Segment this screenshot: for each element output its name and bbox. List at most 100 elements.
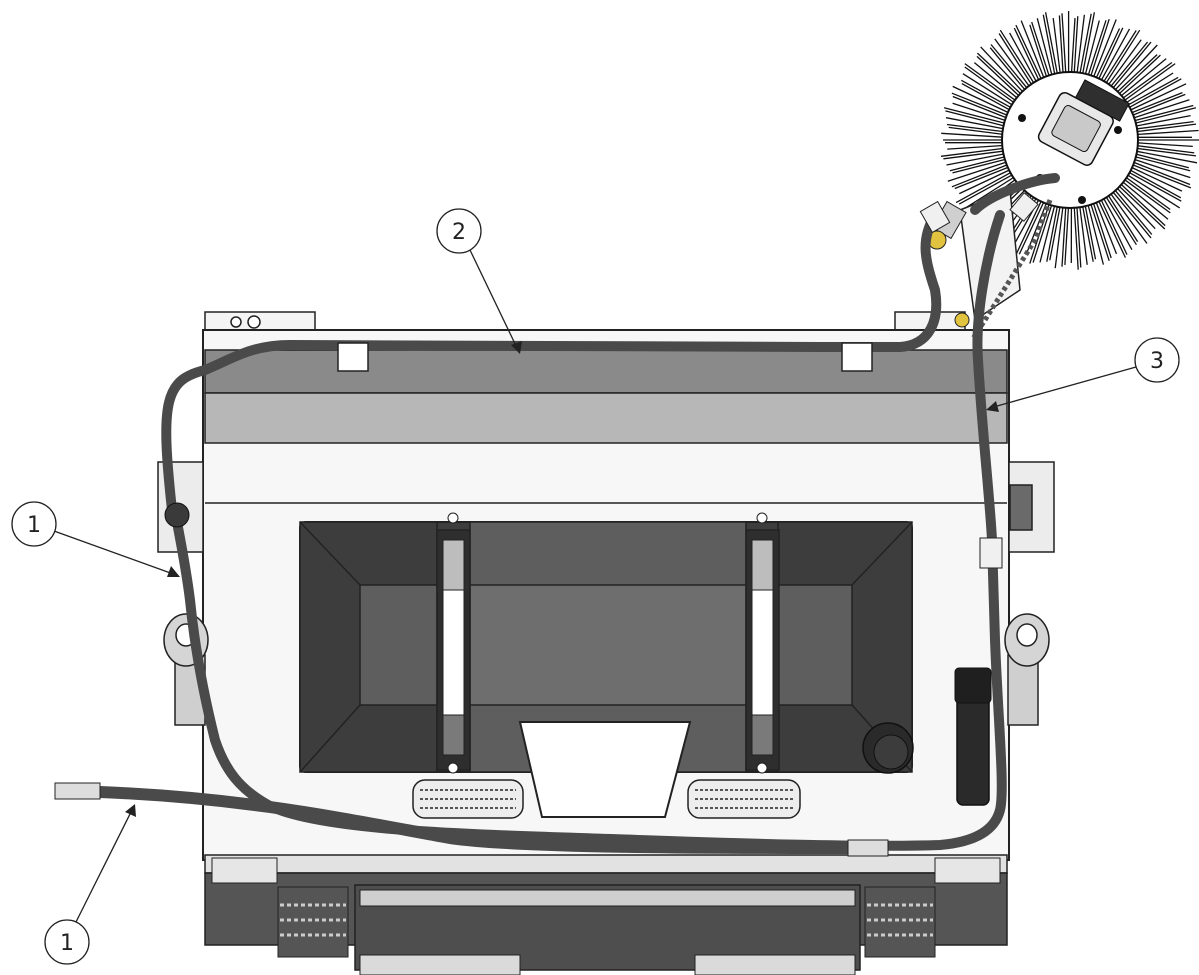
- brush-bristle: [940, 147, 1006, 157]
- discharge-chute: [518, 721, 692, 818]
- brush-bristle: [1009, 32, 1039, 85]
- brush-bristle: [1092, 200, 1112, 259]
- hopper-right-floor: [777, 584, 853, 706]
- mount-hole: [247, 315, 261, 329]
- brush-bristle: [1070, 18, 1076, 76]
- brush-bristle: [952, 158, 1008, 174]
- brush-bristle: [952, 102, 1009, 122]
- brush-bristle: [948, 126, 1006, 136]
- corner-block-left: [211, 857, 278, 884]
- brush-bristle: [1046, 203, 1059, 262]
- brush-bristle: [998, 33, 1034, 87]
- brush-bristle: [1134, 147, 1197, 157]
- brush-bristle: [1120, 61, 1173, 101]
- fitting-end: [54, 782, 101, 800]
- brush-bristle: [1064, 204, 1070, 265]
- brush-bristle: [1134, 123, 1197, 133]
- leader-arrow: [986, 401, 999, 412]
- brush-bristle: [1133, 150, 1198, 164]
- leader-line: [53, 530, 177, 576]
- callout-number: 2: [452, 220, 466, 245]
- brush-bristle: [1089, 18, 1110, 79]
- brush-bristle: [1054, 204, 1064, 269]
- hose-fittings: [54, 192, 1039, 857]
- brush-bristle: [1042, 14, 1056, 77]
- strap-right: [745, 512, 780, 774]
- brush-bristle: [941, 132, 1006, 138]
- leader-arrow: [125, 804, 136, 817]
- brush-bristle: [1086, 20, 1107, 78]
- brush-bristle: [1097, 198, 1126, 258]
- brush-bristle: [1084, 20, 1100, 77]
- tensioner-knob: [954, 312, 970, 328]
- brush-bristle: [1104, 29, 1141, 86]
- leader-arrow: [511, 341, 522, 354]
- brush-bristle: [1099, 28, 1131, 83]
- callout-1-lower: 1: [44, 804, 136, 965]
- brush-bristle: [1015, 198, 1043, 256]
- brush-bristle: [1131, 158, 1191, 179]
- brush-bristle: [1132, 155, 1191, 172]
- brush-bristle: [1078, 204, 1088, 265]
- bottom-bar: [204, 854, 1008, 874]
- brush-motor: [1037, 79, 1130, 166]
- brush-bristle: [1108, 41, 1149, 89]
- brush-bristle: [952, 85, 1011, 115]
- bottom-assembly: [204, 854, 1008, 975]
- brush-bristle: [1099, 197, 1128, 255]
- brush-bristle: [947, 144, 1006, 150]
- brush-bristle: [947, 160, 1009, 182]
- hose-connector: [164, 502, 190, 528]
- brush-bristle: [1073, 16, 1079, 76]
- callout-bubble: [1134, 337, 1180, 383]
- brush-bristle: [1061, 204, 1067, 267]
- brush-bristle: [1081, 12, 1096, 77]
- brush-bristle: [1116, 184, 1166, 230]
- brush-bristle: [964, 175, 1017, 210]
- brush-bristle: [1092, 19, 1117, 80]
- side-brush: [940, 11, 1199, 270]
- brush-bristle: [1133, 114, 1191, 128]
- brush-bristle: [955, 170, 1014, 204]
- brush-bristle: [1125, 173, 1181, 209]
- hose-left-lower: [94, 786, 856, 854]
- callout-bubble: [436, 208, 482, 254]
- right-fitting: [1009, 484, 1033, 531]
- upper-band-light: [204, 392, 1008, 444]
- corner-block-right: [934, 857, 1001, 884]
- callout-number: 1: [27, 513, 41, 538]
- hose-top: [161, 210, 942, 515]
- brush-bristle: [994, 38, 1032, 89]
- brush-bristle: [959, 168, 1013, 195]
- brush-bristle: [1049, 204, 1062, 261]
- brush-bristle: [1089, 201, 1110, 262]
- brush-bristle: [1134, 129, 1199, 136]
- hose-collar: [979, 537, 1003, 569]
- brush-bristle: [1076, 204, 1082, 268]
- brush-bristle: [990, 44, 1030, 91]
- brush-bristle: [1076, 14, 1086, 76]
- brush-bristle: [1084, 203, 1097, 260]
- caster-right: [1004, 613, 1050, 726]
- brush-bristle: [1104, 194, 1137, 246]
- hose-clip: [337, 342, 369, 372]
- brush-bristle: [960, 79, 1014, 110]
- brush-bristle: [1123, 175, 1171, 211]
- brush-bristle: [958, 173, 1015, 205]
- grille-left: [412, 779, 524, 819]
- hose-brush-feed: [970, 173, 1060, 215]
- brush-bristle: [989, 47, 1028, 93]
- brush-bristle: [943, 107, 1008, 125]
- callout-2: 2: [436, 208, 522, 354]
- brush-bristle: [1073, 204, 1079, 270]
- brush-bristle: [1052, 18, 1062, 76]
- brush-bristle: [1131, 160, 1191, 186]
- brush-bristle: [980, 46, 1025, 95]
- brush-bristle: [951, 92, 1010, 117]
- callout-1-upper: 1: [11, 501, 180, 577]
- brush-bristle: [1134, 142, 1193, 148]
- brush-bristle: [1015, 24, 1043, 82]
- brush-bristle: [1115, 185, 1156, 230]
- brush-bristle: [1115, 54, 1158, 95]
- brush-bristle: [1130, 93, 1186, 117]
